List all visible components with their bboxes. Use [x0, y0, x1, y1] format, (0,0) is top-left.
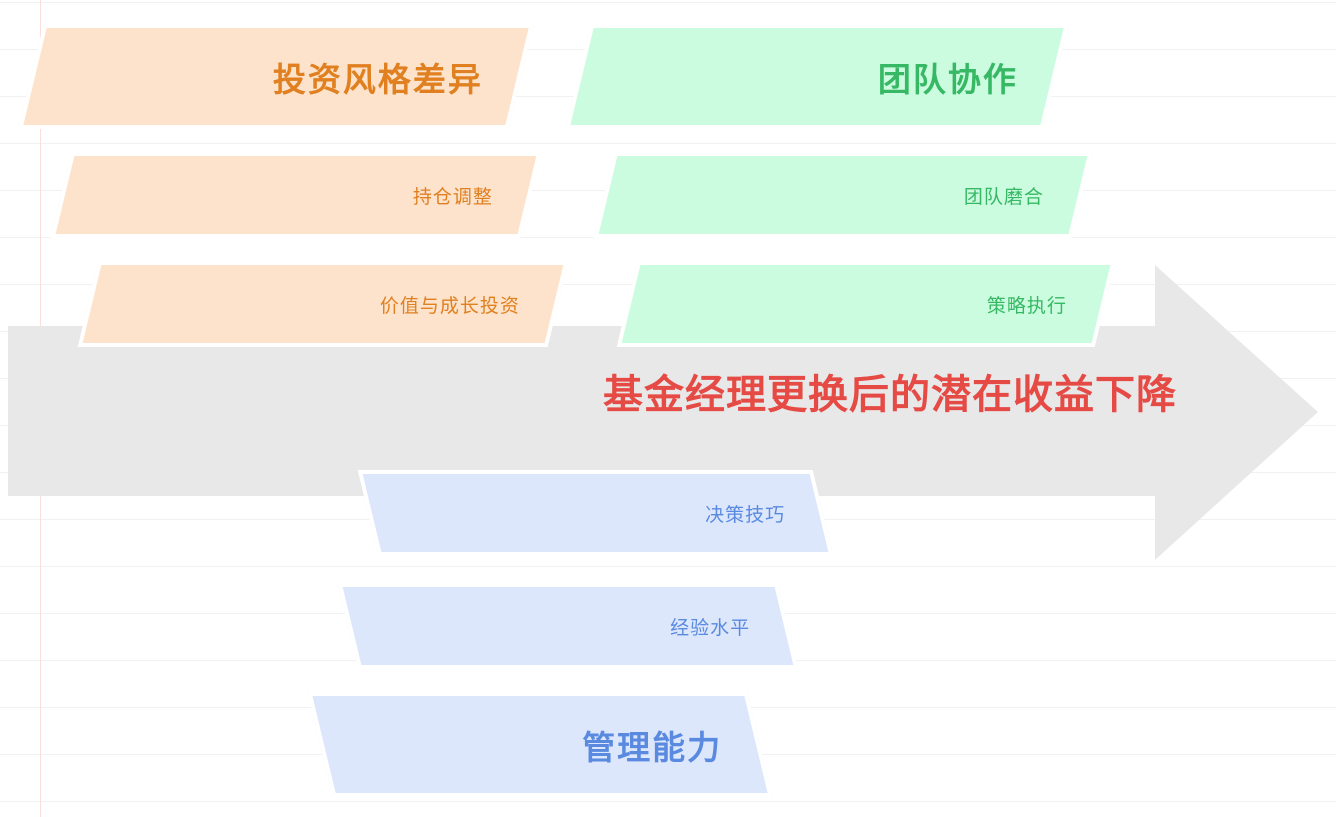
chip-management-capability-heading[interactable]: 管理能力 [307, 692, 773, 797]
chip-team-integration[interactable]: 团队磨合 [593, 152, 1093, 238]
grid-hline [0, 566, 1336, 567]
grid-hline [0, 2, 1336, 3]
chip-label: 价值与成长投资 [379, 295, 520, 317]
chip-position-adjustment[interactable]: 持仓调整 [50, 152, 542, 238]
chip-label: 投资风格差异 [273, 62, 483, 99]
chip-label: 经验水平 [669, 617, 750, 639]
grid-hline [0, 143, 1336, 144]
chip-label: 策略执行 [986, 295, 1067, 317]
chip-label: 团队协作 [878, 62, 1018, 99]
chip-label: 持仓调整 [412, 186, 493, 208]
chip-decision-skills[interactable]: 决策技巧 [357, 470, 834, 556]
arrow-label: 基金经理更换后的潜在收益下降 [603, 372, 1177, 417]
chip-label: 团队磨合 [963, 186, 1044, 208]
chip-investment-style-heading[interactable]: 投资风格差异 [18, 24, 534, 129]
chip-label: 管理能力 [582, 730, 722, 767]
chip-strategy-execution[interactable]: 策略执行 [616, 261, 1116, 347]
grid-hline [0, 801, 1336, 802]
grid-hline [0, 425, 1336, 426]
chip-experience-level[interactable]: 经验水平 [337, 583, 799, 669]
chip-label: 决策技巧 [704, 504, 785, 526]
chip-value-growth-investing[interactable]: 价值与成长投资 [77, 261, 569, 347]
chip-team-collaboration-heading[interactable]: 团队协作 [565, 24, 1069, 129]
